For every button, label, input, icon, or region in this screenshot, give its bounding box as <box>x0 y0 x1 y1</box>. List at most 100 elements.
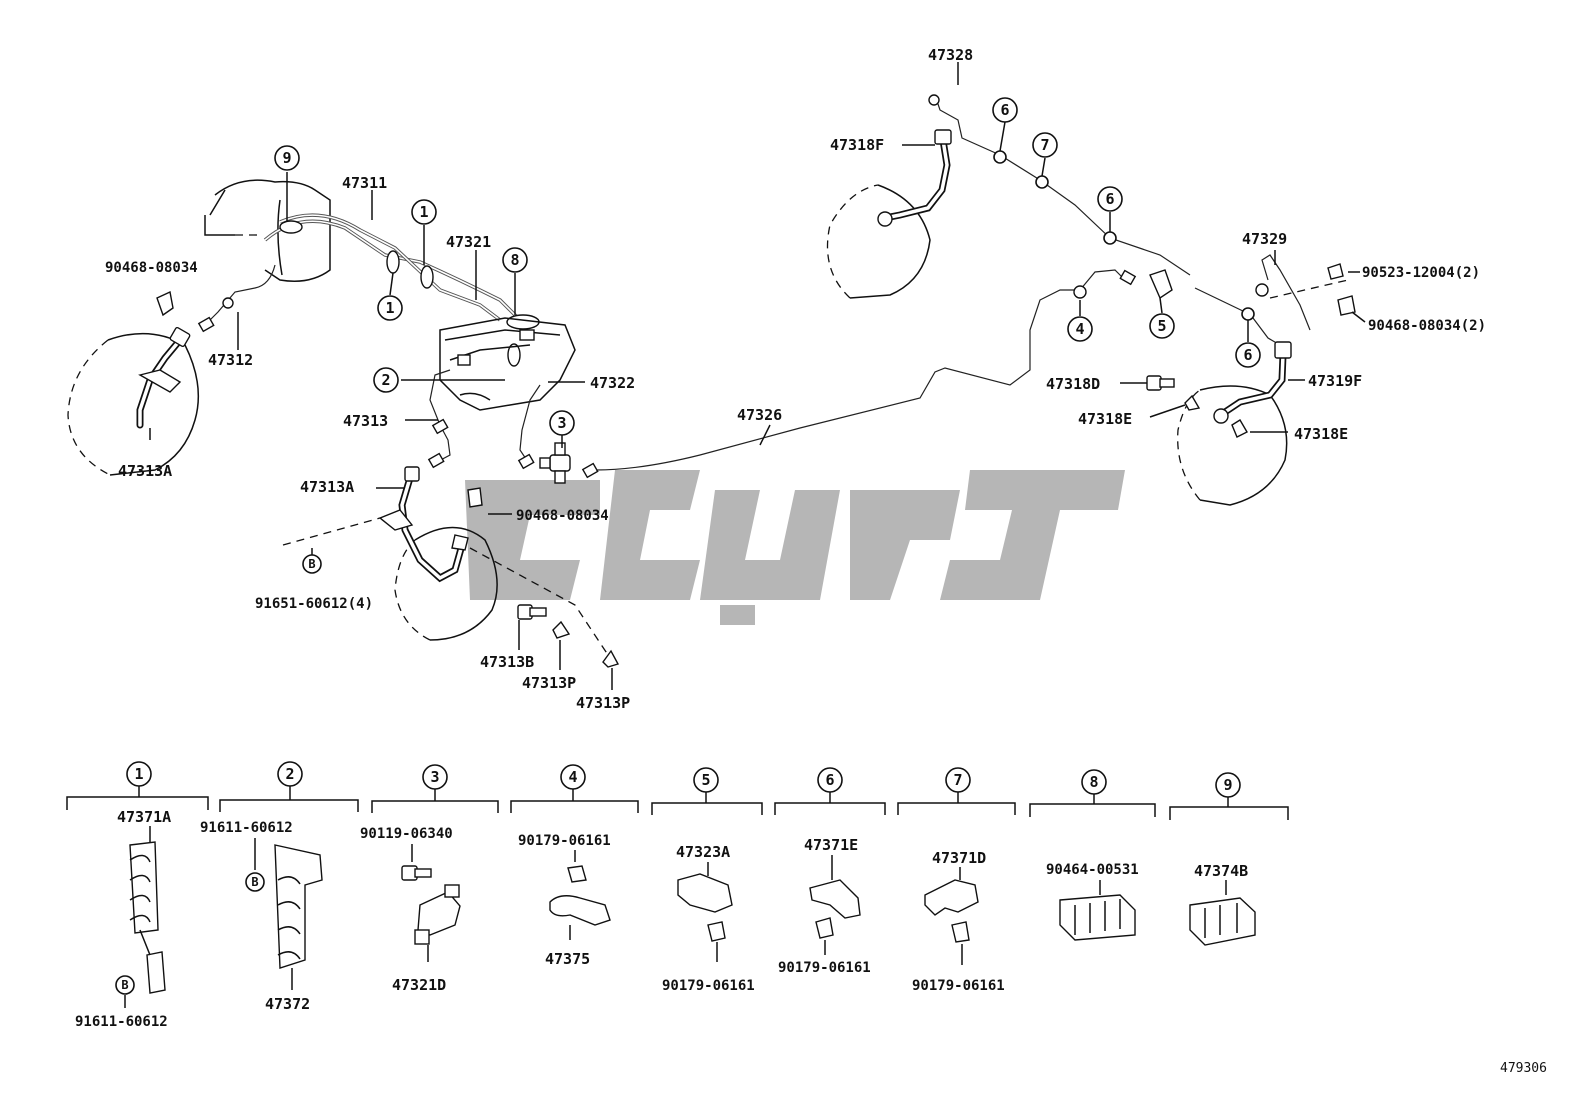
detail-2-part-91611-60612: 91611-60612 <box>200 820 293 836</box>
svg-text:3: 3 <box>557 414 566 432</box>
washer-47318E <box>1184 394 1201 411</box>
svg-text:1: 1 <box>385 299 394 317</box>
circle-marker-1a: 1 <box>411 199 437 225</box>
circle-marker-4: 4 <box>1067 316 1093 342</box>
detail-5-part-47323A: 47323A <box>676 843 730 861</box>
label-47313: 47313 <box>343 412 388 430</box>
detail-group-7: 7 47371D 90179-06161 <box>897 767 1016 994</box>
detail-1-part-47371A: 47371A <box>117 808 171 826</box>
detail-group-8: 8 90464-00531 <box>1029 769 1156 941</box>
detail-6-part-90179-06161: 90179-06161 <box>778 960 871 976</box>
svg-text:B: B <box>121 978 128 992</box>
svg-text:9: 9 <box>282 149 291 167</box>
front-right-brake-disc <box>394 526 498 641</box>
svg-text:7: 7 <box>1040 136 1049 154</box>
svg-text:1: 1 <box>419 203 428 221</box>
label-47313P-a: 47313P <box>522 674 576 692</box>
label-90468-08034-left: 90468-08034 <box>105 260 198 276</box>
circle-marker-6a: 6 <box>992 97 1018 123</box>
detail-group-1: 1 47371A B 91611-60612 <box>66 761 209 1030</box>
washer-47313P-b <box>602 649 620 668</box>
bolt-47318D <box>1146 375 1175 391</box>
detail-2-part-47372: 47372 <box>265 995 310 1013</box>
clamp-1a-ellipse <box>386 250 400 274</box>
circle-marker-3: 3 <box>549 410 575 436</box>
detail-7-part-90179-06161: 90179-06161 <box>912 978 1005 994</box>
circle-marker-6c: 6 <box>1235 342 1261 368</box>
svg-text:B: B <box>308 557 315 571</box>
svg-text:7: 7 <box>953 771 962 789</box>
detail-4-part-47375: 47375 <box>545 950 590 968</box>
label-47321: 47321 <box>446 233 491 251</box>
label-91651-60612: 91651-60612(4) <box>255 596 373 612</box>
svg-text:4: 4 <box>1075 320 1084 338</box>
clamp-1b-ellipse <box>420 265 434 289</box>
bracket-5 <box>1149 269 1173 300</box>
label-47312: 47312 <box>208 351 253 369</box>
bolt-47313B <box>517 604 547 620</box>
circle-marker-8: 8 <box>502 247 528 273</box>
leader-lines <box>149 62 1366 690</box>
detail-7-part-47371D: 47371D <box>932 849 986 867</box>
label-47322: 47322 <box>590 374 635 392</box>
clip-90468-center <box>467 487 483 508</box>
detail-3-part-47321D: 47321D <box>392 976 446 994</box>
svg-text:2: 2 <box>285 765 294 783</box>
left-front-brake-disc <box>67 332 200 476</box>
detail-9-part-47374B: 47374B <box>1194 862 1248 880</box>
detail-group-9: 9 47374B <box>1169 772 1289 946</box>
detail-group-6: 6 47371E 90179-06161 <box>774 767 886 976</box>
detail-6-part-47371E: 47371E <box>804 836 858 854</box>
svg-text:4: 4 <box>568 768 577 786</box>
detail-8-part-90464-00531: 90464-00531 <box>1046 862 1139 878</box>
label-90523-12004: 90523-12004(2) <box>1362 265 1480 281</box>
label-47318D: 47318D <box>1046 375 1100 393</box>
svg-text:9: 9 <box>1223 776 1232 794</box>
rear-right-brake-disc <box>1177 385 1288 506</box>
clip-90523 <box>1327 263 1344 280</box>
svg-text:8: 8 <box>1089 773 1098 791</box>
label-47318E-a: 47318E <box>1078 410 1132 428</box>
detail-group-5: 5 47323A 90179-06161 <box>651 767 763 994</box>
svg-text:5: 5 <box>701 771 710 789</box>
circle-marker-7: 7 <box>1032 132 1058 158</box>
detail-4-part-90179-06161: 90179-06161 <box>518 833 611 849</box>
clip-90468-left <box>156 290 174 317</box>
detail-5-part-90179-06161: 90179-06161 <box>662 978 755 994</box>
circle-marker-b-main: B <box>302 554 322 574</box>
label-47318E-b: 47318E <box>1294 425 1348 443</box>
label-47313A-center: 47313A <box>300 478 354 496</box>
detail-3-part-90119-06340: 90119-06340 <box>360 826 453 842</box>
washer-47313P-a <box>552 620 571 639</box>
label-90468-08034-center: 90468-08034 <box>516 508 609 524</box>
abs-actuator-illustration <box>439 317 576 411</box>
svg-text:3: 3 <box>430 768 439 786</box>
detail-group-2: 2 91611-60612 B 47372 <box>200 761 359 1013</box>
circle-marker-2: 2 <box>373 367 399 393</box>
label-47313P-b: 47313P <box>576 694 630 712</box>
label-47313B: 47313B <box>480 653 534 671</box>
label-90468-08034-right: 90468-08034(2) <box>1368 318 1486 334</box>
circle-marker-6b: 6 <box>1097 186 1123 212</box>
rear-left-brake-disc <box>826 184 931 299</box>
svg-text:6: 6 <box>825 771 834 789</box>
svg-text:6: 6 <box>1243 346 1252 364</box>
detail-group-3: 3 90119-06340 47321D <box>360 764 499 994</box>
label-47319F: 47319F <box>1308 372 1362 390</box>
svg-text:1: 1 <box>134 765 143 783</box>
figure-number: 479306 <box>1500 1061 1547 1076</box>
label-47326: 47326 <box>737 406 782 424</box>
label-47329: 47329 <box>1242 230 1287 248</box>
svg-text:B: B <box>251 875 258 889</box>
three-way-joint <box>539 442 571 484</box>
circle-marker-9: 9 <box>274 145 300 171</box>
clamp-2-ellipse <box>507 343 521 367</box>
clamp-9-ellipse <box>279 220 303 234</box>
svg-text:5: 5 <box>1157 317 1166 335</box>
label-47311: 47311 <box>342 174 387 192</box>
svg-text:8: 8 <box>510 251 519 269</box>
detail-1-part-91611-60612: 91611-60612 <box>75 1014 168 1030</box>
label-47313A-left: 47313A <box>118 462 172 480</box>
svg-text:2: 2 <box>381 371 390 389</box>
